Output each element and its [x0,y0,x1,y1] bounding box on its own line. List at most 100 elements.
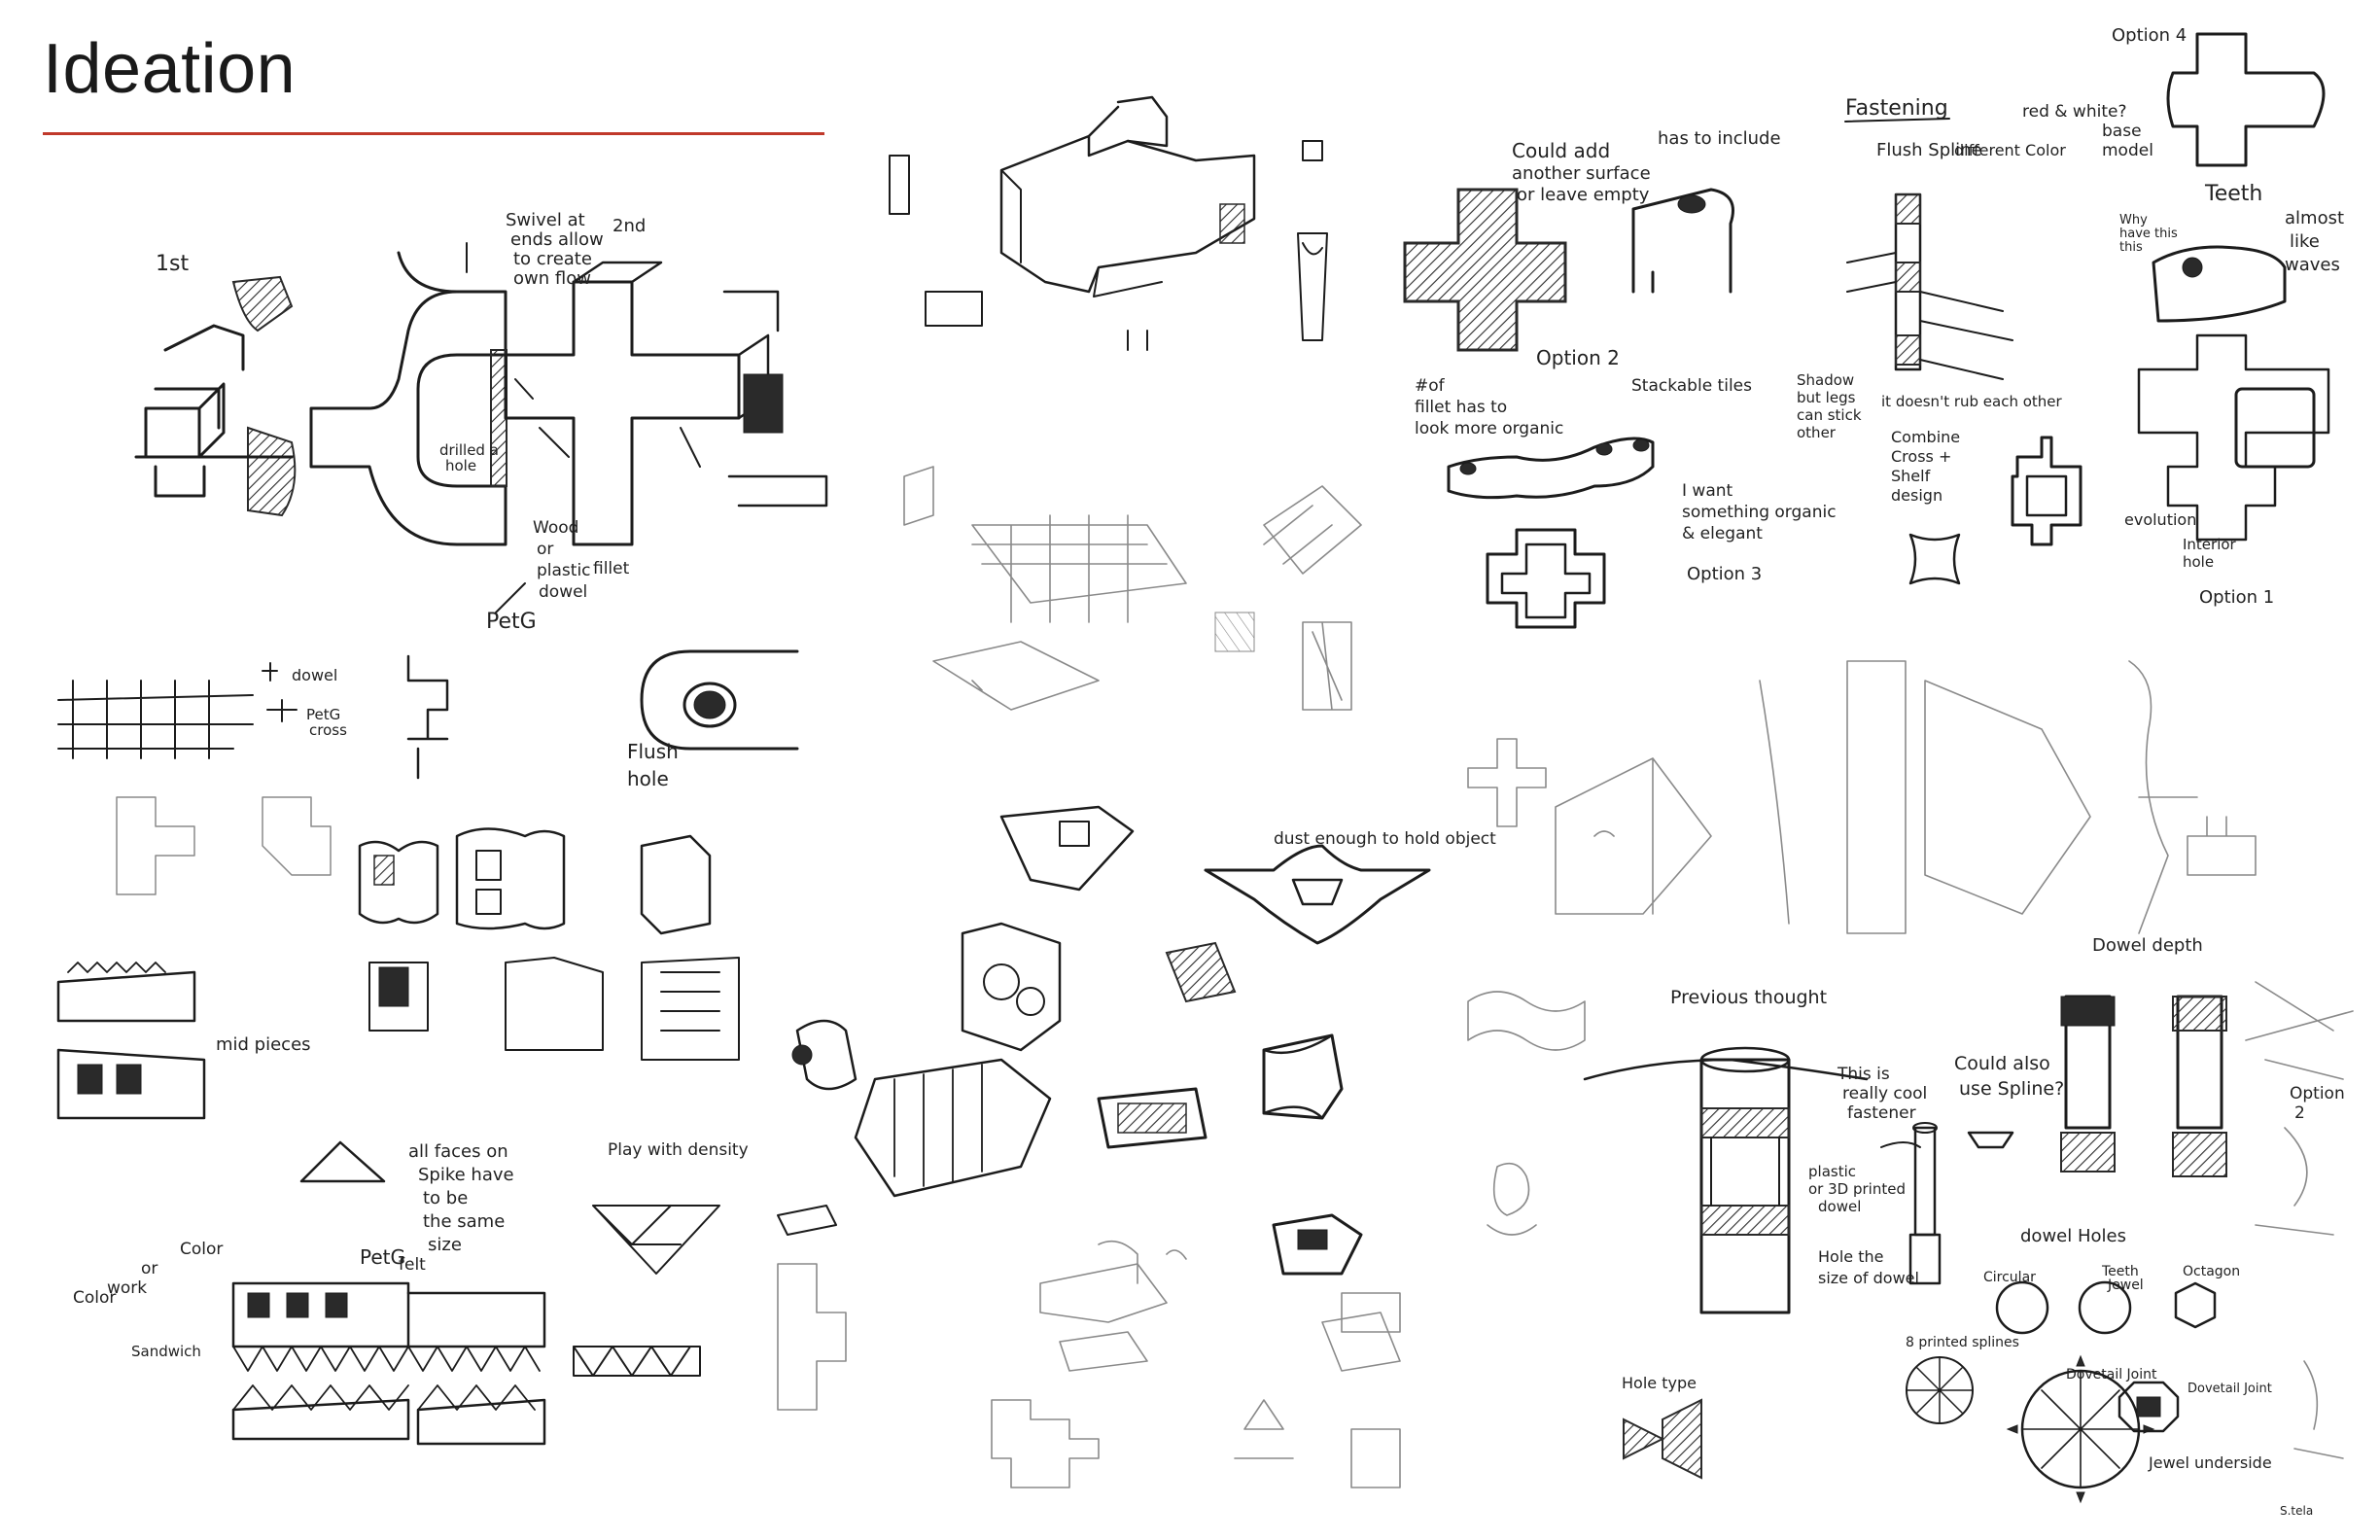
label-option3: Option 3 [1687,564,1762,584]
label-could-add-2: another surface [1512,163,1651,184]
label-dust-enough: dust enough to hold object [1274,829,1496,849]
label-evolution: evolution [2124,510,2196,529]
label-i-want-2: something organic [1682,503,1837,522]
sketch-option2-cross: Could add another surface or leave empty… [1403,128,1837,629]
sketch-spiked-boxes: all faces on Spike have to be the same s… [73,1140,546,1446]
label-petg-felt-1: PetG [360,1245,405,1269]
label-all-faces-3: to be [423,1188,468,1208]
label-i-want-3: & elegant [1682,524,1763,543]
label-drilled-1: drilled a [439,441,499,459]
label-teeth-small-1: Teeth [2101,1264,2139,1279]
label-petg-felt-2: felt [399,1255,426,1275]
label-all-faces-1: all faces on [408,1141,508,1162]
label-option2b-1: Option [2290,1084,2345,1103]
label-combine-3: Shelf [1891,467,1931,485]
label-swivel-2: ends allow [510,229,604,250]
label-dowel-depth: Dowel depth [2092,935,2203,956]
label-teeth-small-2: Jewel [2107,1278,2144,1293]
label-plastic-dowel-3: dowel [1818,1198,1861,1215]
label-all-faces-5: size [428,1235,462,1255]
label-combine-1: Combine [1891,428,1960,446]
sketch-cross-shelf-assembly: 1st Swivel at ends allow to create own f… [134,210,828,634]
label-previous-thought: Previous thought [1670,987,1827,1008]
label-base-model-1: base [2102,122,2142,141]
label-wood-4: dowel [539,582,587,602]
label-interior-1: Interior [2183,536,2237,553]
label-combine-4: design [1891,486,1942,505]
label-shadow-2: but legs [1797,389,1856,406]
artist-signature: S.tela [2280,1504,2313,1518]
label-could-add-3: or leave empty [1517,185,1650,205]
sketch-density-truss: Play with density [573,1140,847,1411]
label-i-want-1: I want [1682,481,1733,501]
sketch-flush-hole: Flush hole [627,649,799,790]
label-color-work-2: work [107,1278,147,1298]
title-underline [43,132,824,135]
label-fillet: fillet [593,559,630,578]
label-play-density: Play with density [608,1140,749,1160]
label-color-work-3: or [141,1259,158,1278]
label-flush-hole-1: Flush [627,740,679,763]
label-option2: Option 2 [1536,346,1620,369]
label-shadow-4: other [1797,424,1837,441]
label-octagon: Octagon [2183,1264,2240,1279]
label-hole-size-1: Hole the [1818,1247,1883,1266]
label-wood-3: plastic [537,561,591,580]
label-hole-size-2: size of dowel [1818,1269,1919,1287]
label-why-have-2: have this [2119,227,2178,241]
label-red-white: red & white? [2022,102,2126,122]
label-flush-hole-2: hole [627,767,669,790]
sketch-dowel-grid: dowel PetG cross [57,654,449,780]
label-option2b-2: 2 [2294,1103,2305,1123]
sketch-cross-block-3d [889,95,1328,351]
label-stackable-tiles: Stackable tiles [1631,376,1752,396]
label-flush-spline-1: Flush Spline [1876,140,1982,160]
label-petg-cross-2: cross [309,721,347,739]
label-swivel-3: to create [513,249,592,269]
label-second: 2nd [612,216,646,236]
label-flush-spline-2: different Color [1954,141,2066,159]
label-hole-type: Hole type [1622,1374,1697,1392]
label-plastic-dowel-1: plastic [1808,1163,1856,1180]
label-fastening: Fastening [1845,96,1948,121]
label-option1: Option 1 [2199,587,2274,608]
label-mid-pieces: mid pieces [216,1034,311,1055]
sketch-faint-shelving [903,466,1362,711]
label-this-is-3: fastener [1847,1103,1916,1123]
sketch-faint-bottom-middle [991,1240,1401,1488]
page-title: Ideation [43,30,297,108]
label-almost-like-3: waves [2285,255,2340,275]
label-teeth: Teeth [2204,182,2262,206]
label-wood-2: or [537,540,553,559]
label-has-to-include: has to include [1658,128,1781,149]
label-could-also-2: use Spline? [1959,1078,2064,1100]
label-color-work-1: Color [73,1288,116,1308]
label-plastic-dowel-2: or 3D printed [1808,1180,1906,1198]
label-almost-like-2: like [2290,231,2320,252]
label-swivel-1: Swivel at [506,210,585,230]
sketch-wave-blocks: mid pieces [56,796,740,1120]
sketch-fastening-options: Fastening Flush Spline different Color r… [1797,25,2344,608]
label-sandwich: Sandwich [131,1343,201,1360]
label-combine-2: Cross + [1891,447,1951,466]
label-fillet-more-1: #of [1415,376,1446,396]
label-shadow-1: Shadow [1797,371,1854,389]
label-dowel-holes: dowel Holes [2020,1226,2126,1246]
label-this-is-1: This is [1837,1065,1890,1084]
sketch-diamond-frames: dust enough to hold object [999,805,1496,1276]
label-interior-2: hole [2183,553,2214,571]
label-almost-like-1: almost [2285,208,2344,228]
label-wood-1: Wood [533,518,578,538]
label-printed-spline: 8 printed splines [1906,1335,2019,1350]
label-petg: PetG [486,610,537,634]
label-all-faces-2: Spike have [418,1165,514,1185]
label-dowel: dowel [292,666,337,684]
label-first: 1st [156,252,189,276]
sketch-faint-right-concepts [1467,660,2257,934]
label-option4: Option 4 [2112,25,2187,46]
label-why-have-3: this [2119,240,2143,255]
label-all-faces-4: the same [423,1211,505,1232]
label-drilled-2: hole [445,457,476,474]
label-could-add-1: Could add [1512,139,1610,162]
label-petg-cross-1: PetG [306,706,340,723]
